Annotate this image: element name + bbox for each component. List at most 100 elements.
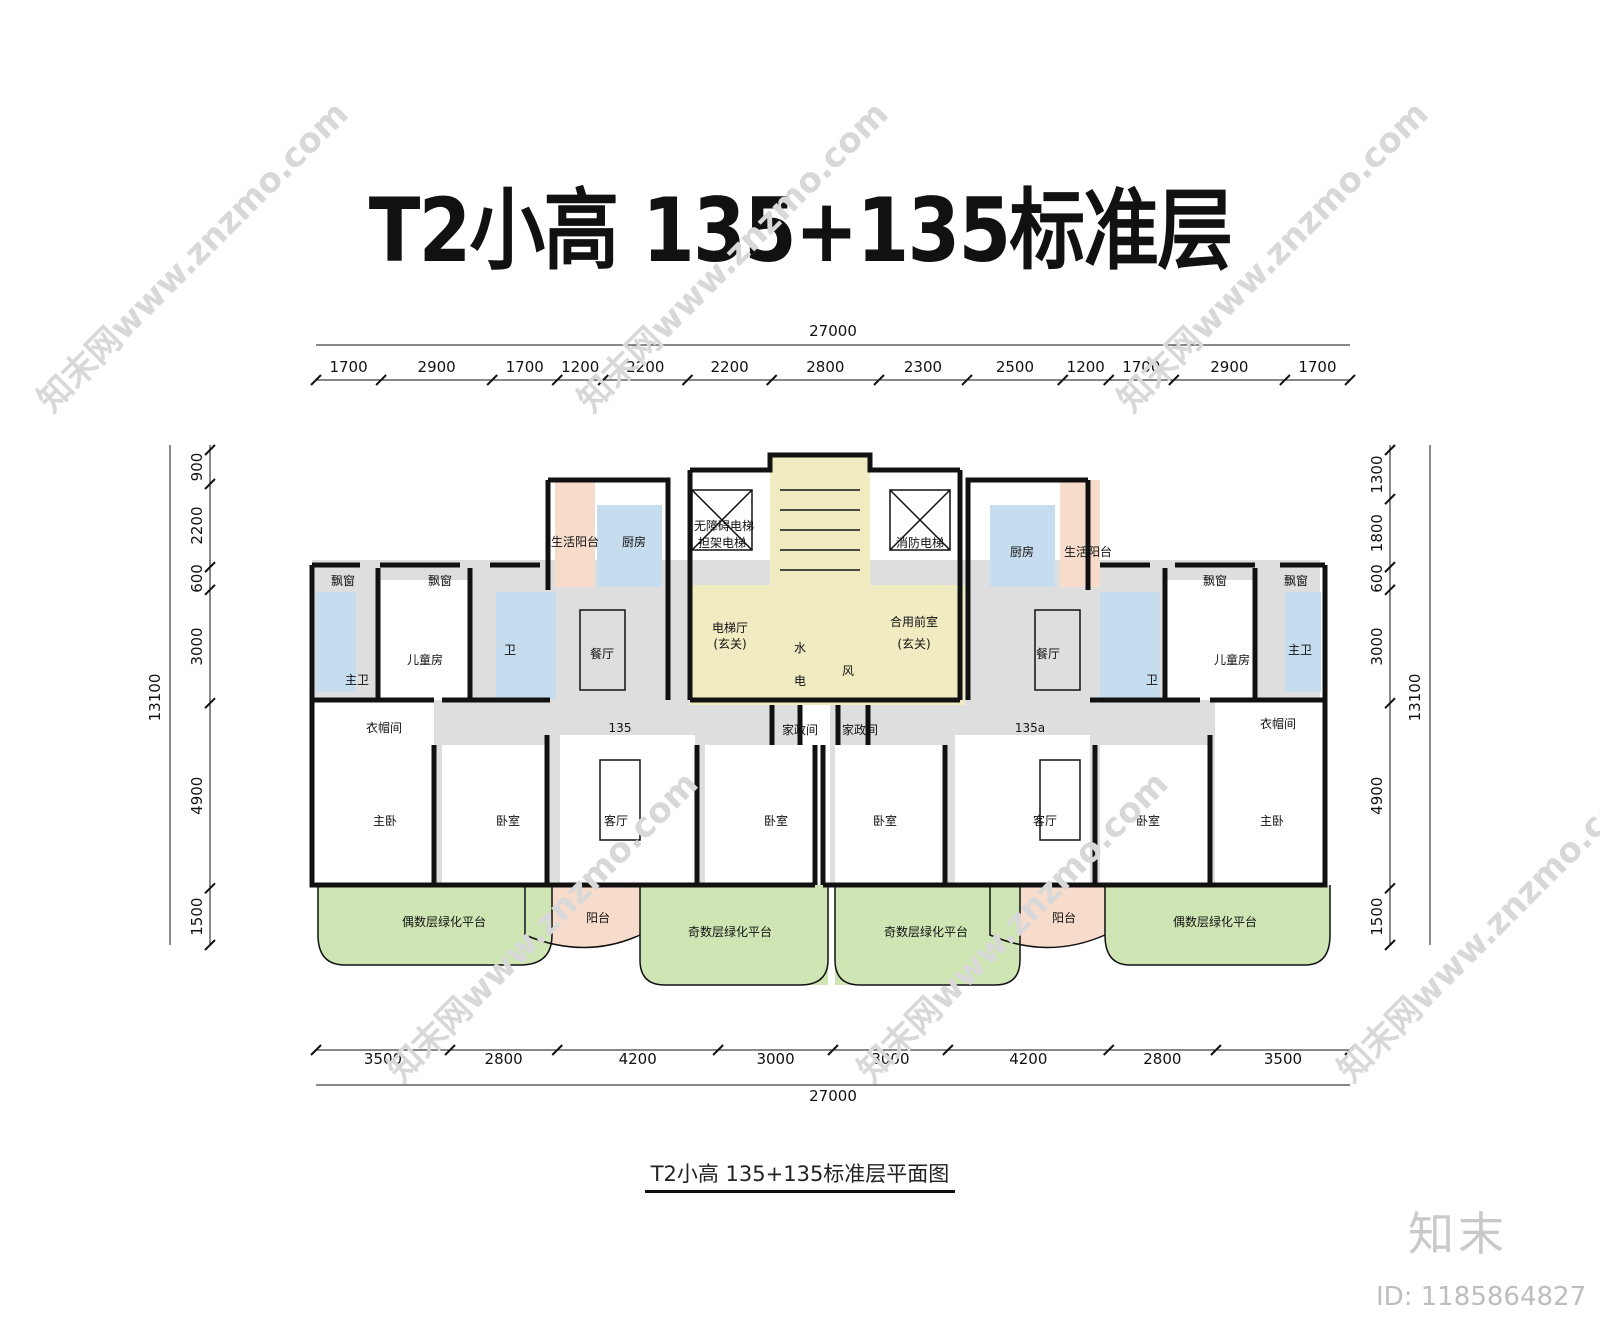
dimension-tick xyxy=(1384,493,1396,505)
dimension-segment: 3500 xyxy=(1264,1050,1302,1068)
dimension-segment: 3000 xyxy=(756,1050,794,1068)
dimension-segment: 1200 xyxy=(1067,358,1105,376)
dimension-total: 13100 xyxy=(1406,674,1424,722)
brand-logo: 知末 xyxy=(1408,1207,1508,1261)
dimension-tick xyxy=(1344,374,1356,386)
cloakroom-label: 衣帽间 xyxy=(1260,716,1296,731)
dimension-segment: 4900 xyxy=(1368,777,1386,815)
dimension-segment: 1800 xyxy=(1368,514,1386,552)
master-bath-label: 主卫 xyxy=(345,673,369,687)
kitchen-label: 厨房 xyxy=(622,534,646,549)
dimension-total: 27000 xyxy=(809,322,857,340)
bay-window-label: 飘窗 xyxy=(331,574,355,588)
fire-lift-label: 消防电梯 xyxy=(896,535,944,550)
dimension-total: 27000 xyxy=(809,1087,857,1105)
dimension-tick xyxy=(1344,1044,1356,1056)
dimension-segment: 4200 xyxy=(619,1050,657,1068)
master-bedroom-label: 主卧 xyxy=(373,814,397,828)
dimension-tick xyxy=(204,561,216,573)
dimension-tick xyxy=(310,374,322,386)
housekeeping-label: 家政间 xyxy=(842,722,878,737)
dimension-segment: 2900 xyxy=(418,358,456,376)
dimension-segment: 3000 xyxy=(871,1050,909,1068)
balcony-label: 阳台 xyxy=(1052,910,1076,925)
bath-label: 卫 xyxy=(504,643,516,657)
dimension-segment: 3000 xyxy=(1368,627,1386,665)
dimension-tick xyxy=(1210,1044,1222,1056)
dimension-segment: 2900 xyxy=(1210,358,1248,376)
dimension-tick xyxy=(681,374,694,386)
service-balcony-label: 生活阳台 xyxy=(551,534,599,549)
bedroom-label: 卧室 xyxy=(764,813,788,828)
housekeeping-label: 家政间 xyxy=(782,722,818,737)
dimension-tick xyxy=(1057,374,1069,386)
wind-label: 风 xyxy=(842,664,854,678)
page-title: T2小高 135+135标准层 xyxy=(368,179,1233,282)
balcony-label: 阳台 xyxy=(586,910,610,925)
dimension-segment: 4200 xyxy=(1009,1050,1047,1068)
cloakroom-label: 衣帽间 xyxy=(366,720,402,735)
kitchen-label: 厨房 xyxy=(1010,544,1034,559)
dimension-segment: 1300 xyxy=(1368,455,1386,493)
master-bedroom-label: 主卧 xyxy=(1260,814,1284,828)
dimension-tick xyxy=(444,1044,456,1056)
dimension-tick xyxy=(873,374,885,386)
dimension-tick xyxy=(1384,561,1396,573)
dimension-tick xyxy=(1384,882,1396,895)
dimension-segment: 1700 xyxy=(1298,358,1336,376)
dimension-segment: 2200 xyxy=(711,358,749,376)
dimension-tick xyxy=(961,374,973,386)
dimension-segment: 600 xyxy=(188,564,206,593)
entrance-label: (玄关) xyxy=(713,636,746,651)
odd-terrace-label: 奇数层绿化平台 xyxy=(884,924,968,939)
dining-label: 餐厅 xyxy=(590,646,614,661)
stretcher-lift-label: 担架电梯 xyxy=(698,536,746,550)
dimension-tick xyxy=(486,374,498,386)
dimension-tick xyxy=(712,1044,724,1056)
even-terrace-label: 偶数层绿化平台 xyxy=(402,914,486,929)
dimension-segment: 2800 xyxy=(485,1050,523,1068)
bay-window-label: 飘窗 xyxy=(1284,574,1308,588)
living-label: 客厅 xyxy=(604,813,628,828)
dining-label: 餐厅 xyxy=(1036,646,1060,661)
dimension-tick xyxy=(1384,939,1396,951)
dimension-tick xyxy=(1384,584,1396,596)
bath-label: 卫 xyxy=(1146,673,1158,687)
dimension-tick xyxy=(1168,374,1180,386)
plan-caption: T2小高 135+135标准层平面图 xyxy=(0,1158,1600,1193)
dimension-segment: 900 xyxy=(188,453,206,482)
children-room-label: 儿童房 xyxy=(1214,652,1250,667)
lift-hall-label: 电梯厅 xyxy=(712,621,748,635)
dimension-segment: 2300 xyxy=(904,358,942,376)
room-fills xyxy=(312,455,1330,985)
dimension-tick xyxy=(1279,374,1291,386)
dimension-tick xyxy=(551,1044,563,1056)
dimension-segment: 1500 xyxy=(1368,898,1386,936)
dimension-segment: 1700 xyxy=(1122,358,1160,376)
entrance-label: (玄关) xyxy=(897,636,930,651)
dimension-segment: 2200 xyxy=(188,506,206,544)
bay-window-label: 飘窗 xyxy=(428,574,452,588)
dimension-lines xyxy=(169,344,1431,1086)
dimension-tick xyxy=(1103,374,1115,386)
dimension-tick xyxy=(766,374,778,386)
dimension-segment: 2200 xyxy=(626,358,664,376)
dimension-tick xyxy=(204,697,216,709)
dimension-segment: 2800 xyxy=(806,358,844,376)
dimension-tick xyxy=(204,444,216,456)
thin-lines xyxy=(317,489,1331,986)
master-bath-label: 主卫 xyxy=(1288,643,1312,657)
shared-anteroom-label: 合用前室 xyxy=(890,614,938,629)
living-label: 客厅 xyxy=(1033,813,1057,828)
dimension-segment: 2800 xyxy=(1143,1050,1181,1068)
dimension-segment: 1200 xyxy=(561,358,599,376)
dimension-tick xyxy=(204,882,216,895)
room-labels: 飘窗 飘窗 飘窗 飘窗 主卫 主卫 儿童房 儿童房 卫 卫 餐厅 餐厅 厨房 厨… xyxy=(331,518,1312,939)
dimension-tick xyxy=(310,1044,322,1056)
unit-tag: 135a xyxy=(1015,721,1045,735)
accessible-lift-label: 无障碍电梯 xyxy=(694,518,754,533)
unit-tag: 135 xyxy=(609,721,632,735)
dimension-tick xyxy=(597,374,609,386)
